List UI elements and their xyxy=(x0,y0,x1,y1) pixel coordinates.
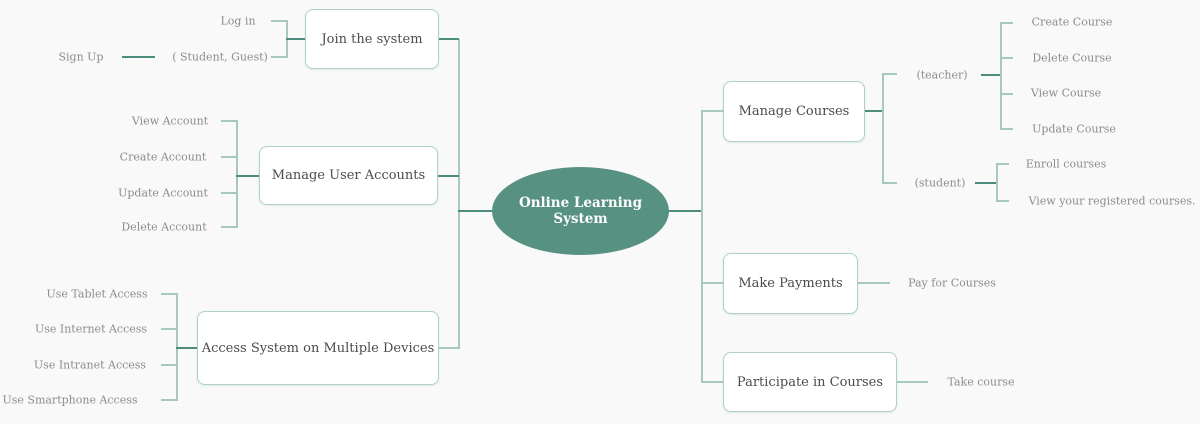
leaf-student[interactable]: (student) xyxy=(914,176,966,190)
leaf-student-guest[interactable]: ( Student, Guest) xyxy=(172,50,268,64)
connector-line xyxy=(668,210,703,212)
connector-line xyxy=(1000,57,1013,59)
connector-line xyxy=(161,293,176,295)
connector-line xyxy=(882,73,884,183)
node-manage-courses[interactable]: Manage Courses xyxy=(723,81,865,142)
leaf-delete-course[interactable]: Delete Course xyxy=(1032,51,1112,65)
leaf-create-course[interactable]: Create Course xyxy=(1031,15,1113,29)
connector-line xyxy=(858,282,890,284)
leaf-log-in[interactable]: Log in xyxy=(220,14,256,28)
connector-line xyxy=(161,364,176,366)
node-label: Manage Courses xyxy=(738,104,850,119)
leaf-update-account[interactable]: Update Account xyxy=(118,186,208,200)
connector-line xyxy=(271,20,286,22)
leaf-pay-for-courses[interactable]: Pay for Courses xyxy=(908,276,996,290)
connector-line xyxy=(996,163,1009,165)
connector-line xyxy=(439,38,459,40)
node-label: Participate in Courses xyxy=(736,374,884,390)
connector-line xyxy=(1000,128,1013,130)
node-label: Join the system xyxy=(321,31,423,47)
connector-line xyxy=(981,74,1001,76)
connector-line xyxy=(882,182,897,184)
node-participate-in-courses[interactable]: Participate in Courses xyxy=(723,352,897,412)
connector-line xyxy=(122,56,155,58)
leaf-update-course[interactable]: Update Course xyxy=(1032,122,1116,136)
node-access-system-multiple-devices[interactable]: Access System on Multiple Devices xyxy=(197,311,439,385)
leaf-view-course[interactable]: View Course xyxy=(1030,86,1102,100)
leaf-view-account[interactable]: View Account xyxy=(131,114,209,128)
connector-line xyxy=(458,39,460,349)
connector-line xyxy=(701,110,703,382)
connector-line xyxy=(701,381,723,383)
connector-line xyxy=(1000,22,1002,129)
node-label: Make Payments xyxy=(738,276,843,291)
connector-line xyxy=(236,120,238,228)
connector-line xyxy=(865,110,883,112)
connector-line xyxy=(701,282,723,284)
connector-line xyxy=(438,347,459,349)
leaf-take-course[interactable]: Take course xyxy=(947,375,1015,389)
root-node-label: Online Learning System xyxy=(518,195,643,227)
connector-line xyxy=(271,56,286,58)
connector-line xyxy=(975,182,997,184)
leaf-use-internet-access[interactable]: Use Internet Access xyxy=(34,322,148,336)
connector-line xyxy=(882,73,897,75)
connector-line xyxy=(161,328,176,330)
connector-line xyxy=(221,192,236,194)
leaf-teacher[interactable]: (teacher) xyxy=(916,68,968,82)
connector-line xyxy=(1000,93,1013,95)
connector-line xyxy=(221,226,236,228)
leaf-view-registered-courses[interactable]: View your registered courses. xyxy=(1028,194,1196,208)
connector-line xyxy=(176,347,197,349)
connector-line xyxy=(701,110,723,112)
node-join-the-system[interactable]: Join the system xyxy=(305,9,439,69)
node-make-payments[interactable]: Make Payments xyxy=(723,253,858,314)
root-node-online-learning-system[interactable]: Online Learning System xyxy=(492,167,669,255)
connector-line xyxy=(221,120,236,122)
connector-line xyxy=(458,210,494,212)
connector-line xyxy=(286,38,305,40)
connector-line xyxy=(996,163,998,202)
connector-line xyxy=(161,399,176,401)
connector-line xyxy=(236,175,259,177)
leaf-use-smartphone-access[interactable]: Use Smartphone Access xyxy=(2,393,138,407)
leaf-delete-account[interactable]: Delete Account xyxy=(121,220,207,234)
connector-line xyxy=(221,156,236,158)
leaf-sign-up[interactable]: Sign Up xyxy=(58,50,104,64)
node-label: Manage User Accounts xyxy=(271,168,426,183)
node-label: Access System on Multiple Devices xyxy=(201,340,435,356)
connector-line xyxy=(438,175,459,177)
leaf-enroll-courses[interactable]: Enroll courses xyxy=(1025,157,1107,171)
connector-line xyxy=(897,381,928,383)
connector-line xyxy=(996,200,1009,202)
connector-line xyxy=(1000,22,1013,24)
node-manage-user-accounts[interactable]: Manage User Accounts xyxy=(259,146,438,205)
leaf-create-account[interactable]: Create Account xyxy=(119,150,207,164)
leaf-use-tablet-access[interactable]: Use Tablet Access xyxy=(46,287,148,301)
leaf-use-intranet-access[interactable]: Use Intranet Access xyxy=(33,358,147,372)
